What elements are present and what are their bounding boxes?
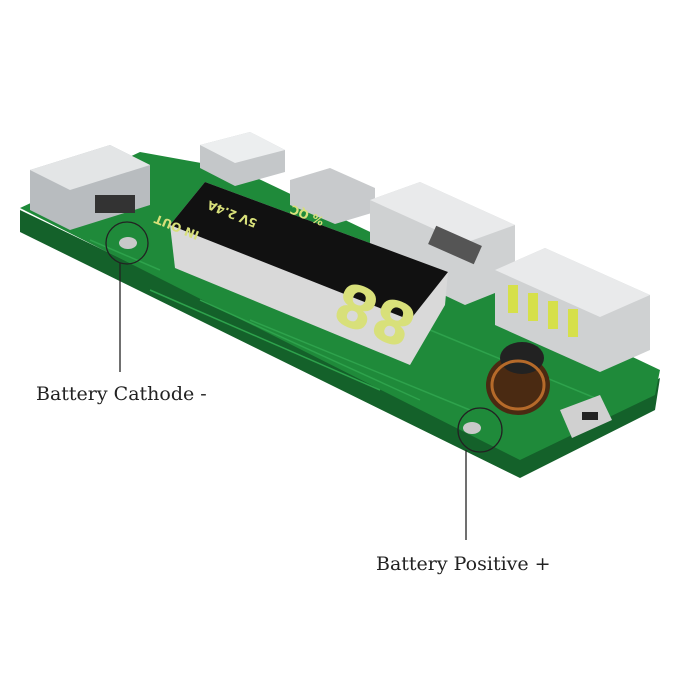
cathode-pad	[119, 237, 137, 249]
usb-c-port-top	[290, 168, 375, 224]
usb-a-port-2	[495, 248, 650, 372]
micro-usb-port	[200, 132, 285, 186]
inductor	[486, 342, 550, 415]
usb-yellow-insert	[508, 285, 578, 337]
cathode-highlight-circle	[105, 221, 149, 265]
led-display: IN OUT 5V 2.4A % QC 88	[152, 182, 448, 365]
positive-highlight-circle	[457, 407, 503, 453]
push-switch	[560, 395, 612, 438]
battery-positive-label: Battery Positive +	[376, 553, 551, 575]
positive-pad	[463, 422, 481, 434]
battery-cathode-label: Battery Cathode -	[36, 383, 207, 405]
usb-c-port-left	[30, 145, 150, 230]
